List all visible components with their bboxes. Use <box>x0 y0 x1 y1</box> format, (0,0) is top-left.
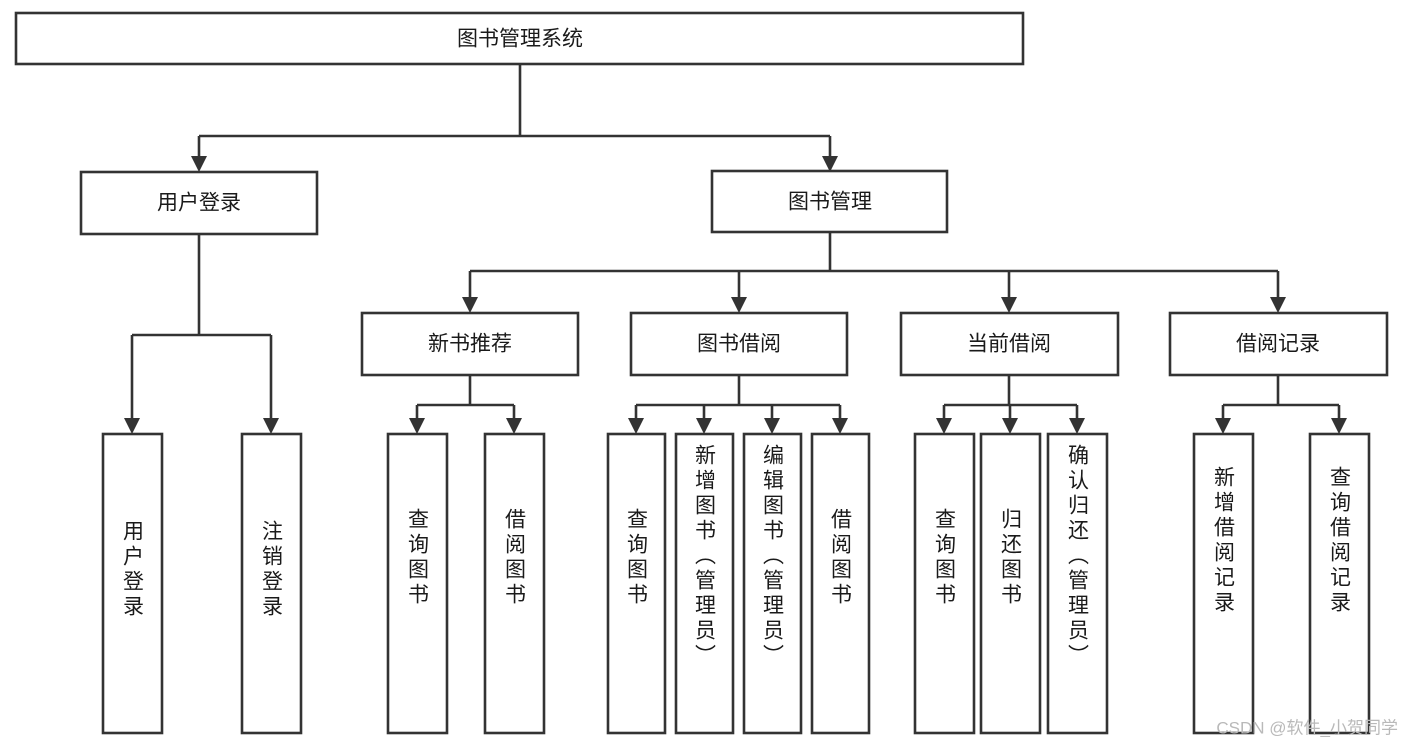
leaf-borrow-record-0[interactable]: 新增借阅记录 <box>1192 432 1255 735</box>
arrow-head-level2-3 <box>1270 297 1286 313</box>
leaf-new-book-recommend-0[interactable]: 查询图书 <box>386 432 449 735</box>
node-book-borrow-box <box>629 311 849 377</box>
leaf-user-login-0[interactable]: 用户登录 <box>101 432 164 735</box>
arrow-head-user-login-1 <box>263 418 279 434</box>
node-current-borrow-box <box>899 311 1120 377</box>
node-new-book-recommend[interactable]: 新书推荐 <box>360 311 580 377</box>
connector-borrow-record-to-leaves <box>1215 375 1347 434</box>
leaf-user-login-0-box <box>101 432 164 735</box>
leaf-borrow-record-0-box <box>1192 432 1255 735</box>
node-book-manage[interactable]: 图书管理 <box>710 169 949 234</box>
arrow-head-level2-1 <box>731 297 747 313</box>
leaf-book-borrow-1[interactable]: 新增图书（管理员） <box>674 432 735 735</box>
leaf-borrow-record-1-box <box>1308 432 1371 735</box>
leaf-current-borrow-1[interactable]: 归还图书 <box>979 432 1042 735</box>
arrow-head-level1-1 <box>822 156 838 172</box>
leaf-current-borrow-2-label: 确认归还（管理员） <box>1066 444 1090 669</box>
leaf-user-login-1-box <box>240 432 303 735</box>
connector-current-borrow-to-leaves <box>936 375 1085 434</box>
leaf-book-borrow-0-box <box>606 432 667 735</box>
connector-book-borrow-to-leaves <box>628 375 848 434</box>
arrow-head-borrow-record-0 <box>1215 418 1231 434</box>
node-book-manage-box <box>710 169 949 234</box>
arrow-head-book-borrow-0 <box>628 418 644 434</box>
node-user-login-label: 用户登录 <box>157 192 241 215</box>
node-borrow-record[interactable]: 借阅记录 <box>1168 311 1389 377</box>
leaf-current-borrow-0[interactable]: 查询图书 <box>913 432 976 735</box>
leaf-current-borrow-0-box <box>913 432 976 735</box>
connector-new-book-to-leaves <box>409 375 522 434</box>
leaf-user-login-1[interactable]: 注销登录 <box>240 432 303 735</box>
leaf-book-borrow-1-label: 新增图书（管理员） <box>693 444 717 669</box>
node-book-manage-label: 图书管理 <box>788 191 872 214</box>
leaf-new-book-recommend-0-box <box>386 432 449 735</box>
arrow-head-borrow-record-1 <box>1331 418 1347 434</box>
arrow-head-new-book-0 <box>409 418 425 434</box>
leaf-borrow-record-1[interactable]: 查询借阅记录 <box>1308 432 1371 735</box>
leaf-new-book-recommend-1-box <box>483 432 546 735</box>
node-current-borrow-label: 当前借阅 <box>967 333 1051 356</box>
leaf-book-borrow-0-label: 查询图书 <box>625 508 649 608</box>
leaf-current-borrow-2-box <box>1046 432 1109 735</box>
leaf-book-borrow-3[interactable]: 借阅图书 <box>810 432 871 735</box>
arrow-head-user-login-0 <box>124 418 140 434</box>
leaf-user-login-1-label: 注销登录 <box>260 520 284 620</box>
connector-book-manage-to-level2 <box>462 232 1286 313</box>
leaf-borrow-record-0-label: 新增借阅记录 <box>1212 466 1236 616</box>
arrow-head-current-borrow-1 <box>1002 418 1018 434</box>
connector-root-to-level1 <box>191 64 838 172</box>
leaf-user-login-0-label: 用户登录 <box>121 520 145 620</box>
arrow-head-current-borrow-2 <box>1069 418 1085 434</box>
leaf-book-borrow-0[interactable]: 查询图书 <box>606 432 667 735</box>
node-borrow-record-box <box>1168 311 1389 377</box>
node-new-book-recommend-label: 新书推荐 <box>428 333 512 356</box>
leaf-book-borrow-2[interactable]: 编辑图书（管理员） <box>742 432 803 735</box>
leaf-book-borrow-2-label: 编辑图书（管理员） <box>761 444 785 669</box>
leaf-book-borrow-1-box <box>674 432 735 735</box>
leaf-current-borrow-2[interactable]: 确认归还（管理员） <box>1046 432 1109 735</box>
node-root-label: 图书管理系统 <box>457 28 583 51</box>
connector-user-login-to-leaves <box>124 234 279 434</box>
arrow-head-level2-0 <box>462 297 478 313</box>
leaf-book-borrow-3-box <box>810 432 871 735</box>
leaf-new-book-recommend-0-label: 查询图书 <box>406 508 430 608</box>
node-root[interactable]: 图书管理系统 <box>14 11 1025 66</box>
leaf-new-book-recommend-1[interactable]: 借阅图书 <box>483 432 546 735</box>
leaf-book-borrow-3-label: 借阅图书 <box>829 508 853 608</box>
node-borrow-record-label: 借阅记录 <box>1236 333 1320 356</box>
node-user-login[interactable]: 用户登录 <box>79 170 319 236</box>
leaf-current-borrow-1-label: 归还图书 <box>999 508 1023 608</box>
node-book-borrow[interactable]: 图书借阅 <box>629 311 849 377</box>
arrow-head-level2-2 <box>1001 297 1017 313</box>
arrow-head-current-borrow-0 <box>936 418 952 434</box>
node-new-book-recommend-box <box>360 311 580 377</box>
arrow-head-new-book-1 <box>506 418 522 434</box>
arrow-head-book-borrow-3 <box>832 418 848 434</box>
node-root-box <box>14 11 1025 66</box>
leaf-new-book-recommend-1-label: 借阅图书 <box>503 508 527 608</box>
arrow-head-book-borrow-1 <box>696 418 712 434</box>
leaf-current-borrow-1-box <box>979 432 1042 735</box>
watermark-label: CSDN @软件_小贺同学 <box>1216 718 1398 737</box>
arrow-head-book-borrow-2 <box>764 418 780 434</box>
leaf-borrow-record-1-label: 查询借阅记录 <box>1328 466 1352 616</box>
node-book-borrow-label: 图书借阅 <box>697 333 781 356</box>
arrow-head-level1-0 <box>191 156 207 172</box>
node-user-login-box <box>79 170 319 236</box>
leaf-current-borrow-0-label: 查询图书 <box>933 508 957 608</box>
node-current-borrow[interactable]: 当前借阅 <box>899 311 1120 377</box>
leaf-book-borrow-2-box <box>742 432 803 735</box>
